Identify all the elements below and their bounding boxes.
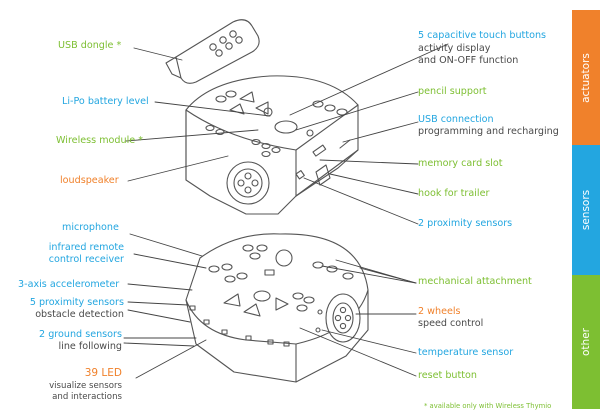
- usb-connection-label: USB connection: [418, 114, 494, 125]
- wheels-label: 2 wheels: [418, 306, 461, 317]
- battery-label: Li-Po battery level: [62, 96, 149, 107]
- ground-sensors-label: 2 ground sensors: [39, 329, 122, 340]
- usb-dongle-label: USB dongle *: [58, 40, 122, 51]
- memory-card-label: memory card slot: [418, 158, 503, 169]
- wheels-desc: speed control: [418, 318, 484, 329]
- temperature-sensor-label: temperature sensor: [418, 347, 514, 358]
- reset-button-label: reset button: [418, 370, 477, 381]
- ground-sensors-desc: line following: [58, 341, 123, 352]
- proximity-2-label: 2 proximity sensors: [418, 218, 513, 229]
- actuators-band: actuators: [572, 10, 600, 145]
- ir-receiver-label-2: control receiver: [48, 254, 124, 265]
- touch-buttons-desc-2: and ON-OFF function: [418, 55, 519, 66]
- proximity-5-label: 5 proximity sensors: [29, 297, 124, 308]
- robot-top-view: [185, 75, 359, 215]
- touch-buttons-label: 5 capacitive touch buttons: [418, 30, 547, 41]
- hook-trailer-label: hook for trailer: [418, 188, 490, 199]
- pencil-support-label: pencil support: [418, 86, 487, 97]
- sensors-label: sensors: [580, 189, 592, 231]
- leader-lines: [123, 43, 449, 379]
- touch-buttons-desc-1: activity display: [418, 43, 491, 54]
- led-label: 39 LED: [84, 367, 122, 379]
- other-band: other: [572, 275, 600, 409]
- actuators-label: actuators: [580, 52, 592, 103]
- sensors-band: sensors: [572, 145, 600, 275]
- microphone-label: microphone: [62, 222, 119, 233]
- mechanical-attachment-label: mechanical attachment: [418, 276, 532, 287]
- accelerometer-label: 3-axis accelerometer: [18, 279, 120, 290]
- wireless-module-label: Wireless module *: [56, 135, 143, 146]
- loudspeaker-label: loudspeaker: [60, 175, 119, 186]
- robot-bottom-view: [185, 233, 369, 383]
- led-desc-2: and interactions: [52, 392, 122, 402]
- led-desc-1: visualize sensors: [49, 381, 122, 391]
- usb-dongle-icon: [165, 19, 260, 84]
- other-label: other: [580, 328, 592, 356]
- ir-receiver-label-1: infrared remote: [48, 242, 124, 253]
- proximity-5-desc: obstacle detection: [35, 309, 124, 320]
- usb-connection-desc: programming and recharging: [418, 126, 559, 137]
- footnote: * available only with Wireless Thymio: [424, 402, 552, 410]
